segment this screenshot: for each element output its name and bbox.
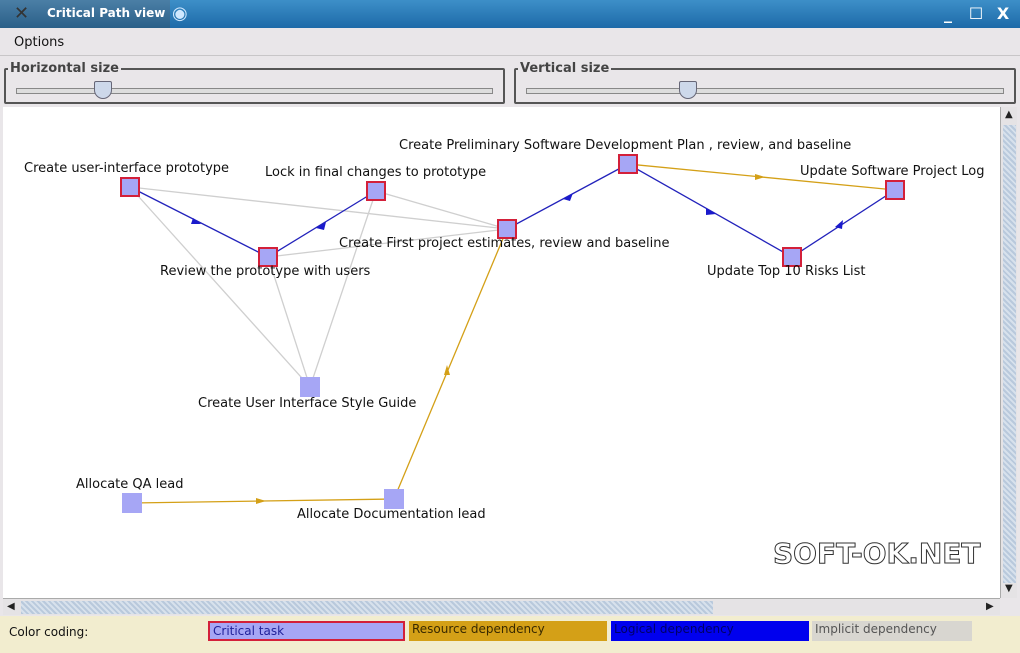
vertical-scroll-thumb[interactable]	[1003, 125, 1016, 583]
task-node[interactable]	[384, 489, 404, 509]
task-node[interactable]	[120, 177, 140, 197]
vertical-size-label: Vertical size	[518, 61, 612, 76]
legend-logical-dependency: Logical dependency	[611, 621, 809, 641]
close-button[interactable]: X	[996, 4, 1010, 23]
watermark: SOFT-OK.NET	[773, 537, 981, 571]
horizontal-scroll-thumb[interactable]	[21, 601, 713, 614]
arrowhead	[706, 208, 716, 215]
edge-logical	[791, 189, 896, 258]
vertical-size-slider-thumb[interactable]	[679, 81, 697, 99]
edge-implicit	[267, 256, 311, 388]
edge-implicit	[129, 186, 311, 388]
maximize-button[interactable]: ☐	[968, 4, 984, 23]
task-label: Update Top 10 Risks List	[707, 264, 866, 279]
title-bar: ✕ Critical Path view ◉ _ ☐ X	[0, 0, 1020, 28]
vertical-size-track[interactable]	[526, 88, 1004, 94]
scroll-right-icon[interactable]: ▶	[986, 601, 994, 612]
task-node[interactable]	[122, 493, 142, 513]
horizontal-size-track[interactable]	[16, 88, 493, 94]
horizontal-size-label: Horizontal size	[8, 61, 121, 76]
horizontal-size-slider-thumb[interactable]	[94, 81, 112, 99]
scroll-left-icon[interactable]: ◀	[7, 601, 15, 612]
arrowhead	[256, 498, 266, 504]
menu-bar: Options	[0, 28, 1020, 56]
arrowhead	[444, 365, 450, 375]
task-node[interactable]	[300, 377, 320, 397]
task-label: Review the prototype with users	[160, 264, 371, 279]
legend-title: Color coding:	[9, 625, 89, 639]
horizontal-scrollbar[interactable]: ◀ ▶	[3, 598, 1000, 615]
arrowhead	[191, 218, 201, 224]
task-node[interactable]	[885, 180, 905, 200]
legend-resource-dependency: Resource dependency	[409, 621, 607, 641]
edge-logical	[267, 190, 377, 258]
edge-implicit	[129, 186, 508, 230]
menu-options[interactable]: Options	[14, 35, 65, 50]
task-node[interactable]	[366, 181, 386, 201]
task-label: Create user-interface prototype	[24, 161, 230, 176]
legend-critical-task: Critical task	[208, 621, 405, 641]
color-legend: Color coding: Critical task Resource dep…	[0, 616, 1020, 653]
edge-implicit	[375, 190, 508, 230]
task-label: Update Software Project Log	[800, 164, 985, 179]
horizontal-size-group: Horizontal size	[4, 61, 505, 104]
scroll-up-icon[interactable]: ▲	[1005, 109, 1013, 120]
edge-implicit	[309, 190, 377, 388]
edges-layer	[129, 163, 896, 504]
task-label: Create User Interface Style Guide	[198, 396, 417, 411]
arrowhead	[835, 220, 843, 229]
task-label: Allocate Documentation lead	[297, 507, 486, 522]
swirl-icon: ◉	[172, 3, 188, 24]
title-tab	[0, 0, 170, 28]
task-node[interactable]	[618, 154, 638, 174]
graph-canvas[interactable]: Create user-interface prototype Review t…	[3, 107, 1000, 598]
edge-implicit	[267, 228, 508, 258]
edge-logical	[129, 186, 269, 258]
vertical-scrollbar[interactable]: ▲ ▼	[1000, 107, 1017, 598]
scroll-down-icon[interactable]: ▼	[1005, 583, 1013, 594]
task-node[interactable]	[782, 247, 802, 267]
task-label: Create First project estimates, review a…	[339, 236, 670, 251]
minimize-button[interactable]: _	[944, 4, 952, 23]
arrowhead	[316, 222, 326, 230]
arrowhead	[563, 193, 573, 201]
task-node[interactable]	[258, 247, 278, 267]
edge-resource	[393, 228, 508, 500]
legend-implicit-dependency: Implicit dependency	[812, 621, 972, 641]
task-label: Allocate QA lead	[76, 477, 184, 492]
task-label: Create Preliminary Software Development …	[399, 138, 852, 153]
vertical-size-group: Vertical size	[514, 61, 1016, 104]
app-icon: ✕	[14, 3, 30, 24]
arrowhead	[755, 174, 765, 180]
task-label: Lock in final changes to prototype	[265, 165, 487, 180]
window-title: Critical Path view	[47, 6, 166, 20]
task-node[interactable]	[497, 219, 517, 239]
